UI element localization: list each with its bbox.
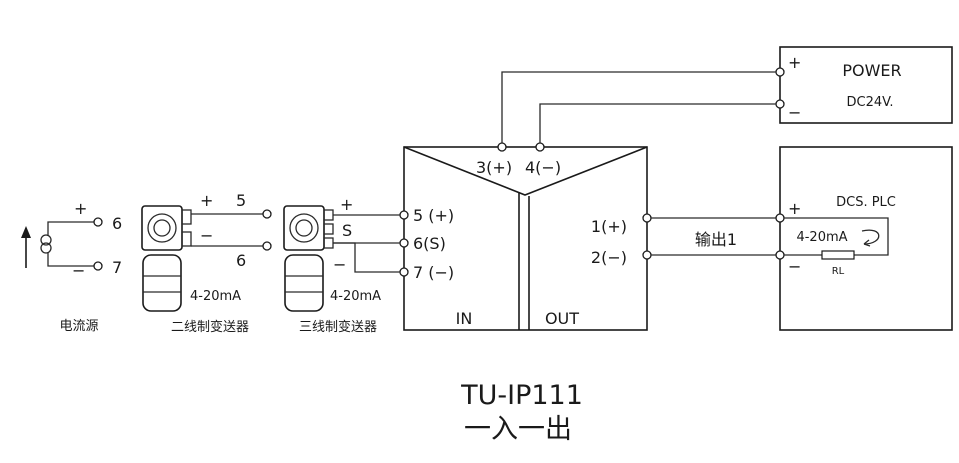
current-source: + − 6 7 电流源: [21, 199, 122, 334]
resistor-label: RL: [832, 266, 845, 277]
terminal-5-label: 5 (+): [413, 206, 454, 225]
thw-body: [284, 254, 324, 312]
dcs-plus-sign: +: [788, 199, 801, 218]
dcs-minus-terminal: [775, 250, 785, 260]
thw-caption: 三线制变送器: [299, 319, 377, 335]
power-plus-sign: +: [788, 53, 801, 72]
source-terminal-6: [93, 217, 103, 227]
load-resistor: [821, 250, 855, 260]
terminal-3: [497, 142, 507, 152]
tw-terminal-5-label: 5: [236, 191, 246, 210]
dcs-signal: 4-20mA: [796, 230, 847, 245]
module-divider-v: [403, 146, 648, 196]
terminal-3-label: 3(+): [476, 158, 512, 177]
current-direction-icon: [861, 229, 880, 245]
terminal-6: [399, 238, 409, 248]
source-bottom-wire: [47, 252, 94, 267]
terminal-7: [399, 267, 409, 277]
terminal-6-label: 6(S): [413, 234, 446, 253]
source-minus-sign: −: [72, 261, 85, 280]
output-wire-label: 输出1: [695, 230, 737, 249]
source-terminal-7: [93, 261, 103, 271]
three-wire-transmitter: + S − 4-20mA 三线制变送器: [283, 195, 400, 335]
source-arrowhead-icon: [21, 226, 31, 238]
source-plus-sign: +: [74, 199, 87, 218]
terminal-1-label: 1(+): [591, 217, 627, 236]
module-out-label: OUT: [545, 309, 579, 328]
tw-gauge-outer-icon: [147, 213, 177, 243]
tw-minus-block: [181, 231, 192, 247]
terminal-4-label: 4(−): [525, 158, 561, 177]
terminal-4: [535, 142, 545, 152]
isolator-module: 3(+) 4(−) 5 (+) 6(S) 7 (−) 1(+) 2(−) IN …: [399, 142, 652, 331]
current-arrowhead-icon: [863, 239, 871, 247]
model-subtitle: 一入一出: [464, 414, 572, 445]
tw-terminal-6-label: 6: [236, 251, 246, 270]
source-terminal-6-label: 6: [112, 214, 122, 233]
power-spec: DC24V.: [847, 95, 894, 110]
terminal-1: [642, 213, 652, 223]
power-title: POWER: [842, 61, 901, 80]
terminal-2-label: 2(−): [591, 248, 627, 267]
thw-gauge-outer-icon: [289, 213, 319, 243]
tw-signal: 4-20mA: [190, 289, 241, 304]
power-minus-sign: −: [788, 103, 801, 122]
tw-body: [142, 254, 182, 312]
tw-head: [141, 205, 183, 251]
dcs-plc: DCS. PLC + − RL 4-20mA: [775, 146, 953, 331]
tw-gauge-inner-icon: [153, 219, 171, 237]
power-plus-wire: [501, 71, 776, 143]
thw-signal: 4-20mA: [330, 289, 381, 304]
tw-caption: 二线制变送器: [171, 319, 249, 335]
power-supply: POWER DC24V. + −: [775, 46, 953, 124]
thw-minus-block: [323, 237, 334, 249]
source-coil-bottom-icon: [40, 242, 52, 254]
source-caption: 电流源: [59, 319, 98, 334]
two-wire-transmitter: + − 5 6 4-20mA 二线制变送器: [141, 191, 272, 335]
power-minus-wire: [539, 103, 776, 143]
dcs-box: [779, 146, 953, 331]
model-title: TU-IP111: [460, 380, 583, 411]
module-in-label: IN: [456, 309, 473, 328]
tw-terminal-6: [262, 241, 272, 251]
power-plus-terminal: [775, 67, 785, 77]
thw-minus-sign: −: [333, 255, 346, 274]
dcs-title: DCS. PLC: [836, 195, 896, 210]
power-box: [779, 46, 953, 124]
terminal-2: [642, 250, 652, 260]
terminal-5: [399, 210, 409, 220]
source-coil-top-icon: [40, 234, 52, 246]
thw-signal-label: S: [342, 221, 352, 240]
tw-terminal-5: [262, 209, 272, 219]
dcs-minus-sign: −: [788, 257, 801, 276]
tw-plus-block: [181, 209, 192, 225]
tw-minus-sign: −: [200, 226, 213, 245]
thw-plus-block: [323, 209, 334, 221]
terminal-7-label: 7 (−): [413, 263, 454, 282]
power-minus-terminal: [775, 99, 785, 109]
tw-plus-sign: +: [200, 191, 213, 210]
dcs-plus-terminal: [775, 213, 785, 223]
thw-minus-wire: [333, 242, 400, 273]
source-terminal-7-label: 7: [112, 258, 122, 277]
thw-gauge-inner-icon: [295, 219, 313, 237]
thw-signal-block: [323, 223, 334, 235]
source-top-wire: [47, 221, 94, 236]
thw-plus-sign: +: [340, 195, 353, 214]
